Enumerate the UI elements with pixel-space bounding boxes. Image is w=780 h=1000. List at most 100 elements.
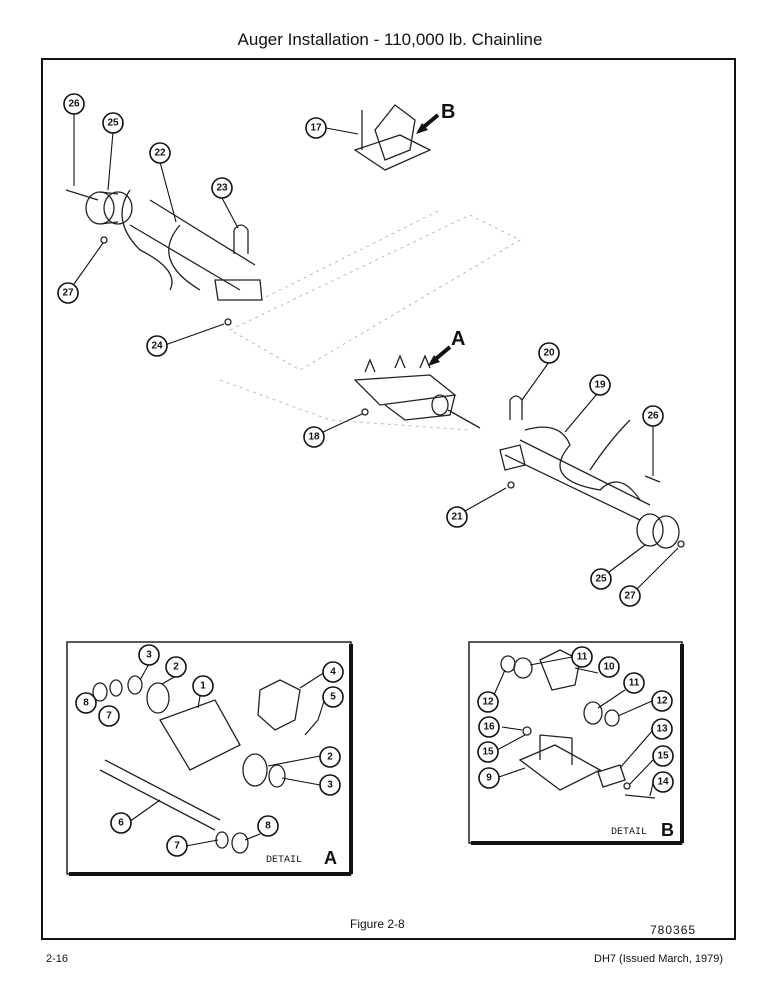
detail-a-caption: DETAIL [266, 855, 302, 866]
svg-text:11: 11 [629, 678, 640, 689]
callout-11: 11 [571, 646, 593, 668]
svg-text:7: 7 [106, 711, 112, 722]
svg-text:7: 7 [174, 841, 180, 852]
callout-20: 20 [538, 342, 560, 364]
callout-6: 6 [110, 812, 132, 834]
auger-mount-plate [214, 279, 263, 301]
view-b-label: B [441, 101, 455, 123]
svg-text:27: 27 [624, 591, 636, 602]
leader-lines [73, 114, 679, 847]
callout-3: 3 [138, 644, 160, 666]
svg-text:10: 10 [603, 662, 615, 673]
svg-text:25: 25 [107, 118, 119, 129]
svg-text:15: 15 [657, 751, 669, 762]
auger-bearing-cap [85, 191, 115, 225]
callout-25: 25 [590, 568, 612, 590]
callout-7: 7 [166, 835, 188, 857]
callout-13: 13 [651, 718, 673, 740]
svg-text:8: 8 [265, 821, 271, 832]
callout-19: 19 [589, 374, 611, 396]
svg-text:3: 3 [327, 780, 333, 791]
callout-14: 14 [652, 771, 674, 793]
callout-26: 26 [63, 93, 85, 115]
svg-text:2: 2 [327, 752, 333, 763]
callout-25: 25 [102, 112, 124, 134]
svg-text:12: 12 [656, 696, 668, 707]
svg-text:22: 22 [154, 148, 166, 159]
auger-tube [129, 199, 256, 291]
detail-b-letter: B [661, 820, 674, 840]
page-title: Auger Installation - 110,000 lb. Chainli… [237, 30, 543, 49]
lower-auger-assembly [499, 395, 685, 549]
issue-note: DH7 (Issued March, 1979) [594, 953, 723, 965]
callout-16: 16 [478, 716, 500, 738]
callout-15: 15 [652, 745, 674, 767]
callout-21: 21 [446, 506, 468, 528]
svg-text:8: 8 [83, 698, 89, 709]
view-b-mount: B [353, 101, 455, 171]
callout-18: 18 [303, 426, 325, 448]
svg-text:24: 24 [151, 341, 163, 352]
view-a-label: A [451, 328, 465, 350]
svg-text:17: 17 [310, 123, 322, 134]
svg-text:15: 15 [482, 747, 494, 758]
svg-text:13: 13 [656, 724, 668, 735]
callout-2: 2 [165, 656, 187, 678]
callout-22: 22 [149, 142, 171, 164]
svg-text:2: 2 [173, 662, 179, 673]
svg-text:9: 9 [486, 773, 492, 784]
svg-text:21: 21 [451, 512, 463, 523]
svg-text:14: 14 [657, 777, 669, 788]
svg-text:26: 26 [647, 411, 659, 422]
svg-text:3: 3 [146, 650, 152, 661]
callout-27: 27 [619, 585, 641, 607]
svg-text:19: 19 [594, 380, 606, 391]
background-machine-outline [219, 209, 522, 431]
auger-bearing-cap [636, 513, 664, 547]
callout-4: 4 [322, 661, 344, 683]
auger-flighting [121, 189, 201, 291]
callout-12: 12 [651, 690, 673, 712]
svg-text:27: 27 [62, 288, 74, 299]
detail-b-caption: DETAIL [611, 827, 647, 838]
callout-1: 1 [192, 675, 214, 697]
bearing-housing [159, 699, 241, 771]
callout-15: 15 [477, 741, 499, 763]
svg-text:18: 18 [308, 432, 320, 443]
u-bolt [509, 395, 523, 420]
sprocket [257, 679, 301, 731]
detail-a-letter: A [324, 848, 337, 868]
callout-23: 23 [211, 177, 233, 199]
figure-caption: Figure 2-8 [350, 917, 405, 931]
callout-10: 10 [598, 656, 620, 678]
svg-text:5: 5 [330, 692, 336, 703]
callout-8: 8 [75, 692, 97, 714]
svg-text:26: 26 [68, 99, 80, 110]
svg-text:6: 6 [118, 818, 124, 829]
callout-8: 8 [257, 815, 279, 837]
svg-text:16: 16 [483, 722, 495, 733]
callout-9: 9 [478, 767, 500, 789]
callout-5: 5 [322, 686, 344, 708]
callout-26: 26 [642, 405, 664, 427]
callout-24: 24 [146, 335, 168, 357]
page-number: 2-16 [46, 953, 69, 965]
detail-b-panel: DETAIL B [468, 641, 684, 845]
svg-text:25: 25 [595, 574, 607, 585]
bolt [65, 189, 99, 201]
u-bolt [233, 224, 249, 254]
callout-2: 2 [319, 746, 341, 768]
svg-text:23: 23 [216, 183, 228, 194]
svg-text:20: 20 [543, 348, 555, 359]
callout-11: 11 [623, 672, 645, 694]
upper-auger-assembly [65, 189, 263, 326]
base-plate [518, 744, 602, 791]
callout-12: 12 [477, 691, 499, 713]
callout-7: 7 [98, 705, 120, 727]
callout-3: 3 [319, 774, 341, 796]
drawing-number: 780365 [650, 923, 697, 937]
svg-text:4: 4 [330, 667, 336, 678]
sprocket [539, 649, 581, 691]
svg-text:12: 12 [482, 697, 494, 708]
